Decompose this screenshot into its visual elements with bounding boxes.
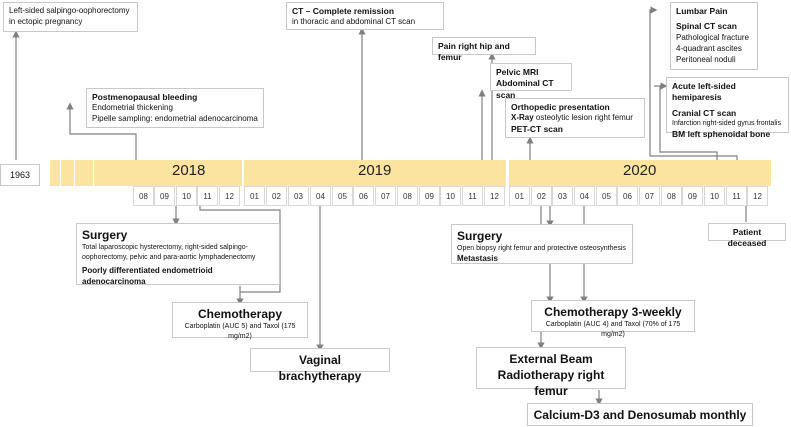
event-bleeding-title: Postmenopausal bleeding xyxy=(92,92,198,102)
year-1963-label: 1963 xyxy=(9,170,31,180)
connector-hemiparesis xyxy=(654,85,718,160)
event-bleeding-line2: Pipelle sampling: endometrial adenocarci… xyxy=(92,114,258,124)
event-bleeding: Postmenopausal bleeding Endometrial thic… xyxy=(86,88,264,128)
treatment-chemo2: Chemotherapy 3-weekly Carboplatin (AUC 4… xyxy=(531,300,695,338)
event-bleeding-line1: Endometrial thickening xyxy=(92,103,173,113)
month-2018-11: 11 xyxy=(197,186,218,206)
event-deceased-title: Patient deceased xyxy=(727,227,767,249)
year-label-2019: 2019 xyxy=(358,162,392,179)
month-2018-12: 12 xyxy=(219,186,240,206)
event-ectopic: Left-sided salpingo-oophorectomy in ecto… xyxy=(3,2,138,32)
month-2019-05: 05 xyxy=(332,186,353,206)
treatment-chemo1-line1: Carboplatin (AUC 5) and Taxol (175 mg/m2… xyxy=(184,323,296,340)
event-hemiparesis-subtitle: Cranial CT scan xyxy=(672,107,737,118)
month-2019-09: 09 xyxy=(419,186,440,206)
event-ectopic-line2: in ectopic pregnancy xyxy=(9,16,83,26)
connector-lumbar xyxy=(649,6,738,160)
event-hemiparesis-title: Acute left-sided hemiparesis xyxy=(672,81,736,103)
event-orthopedic: Orthopedic presentation X-Ray osteolytic… xyxy=(505,98,645,138)
treatment-ebrt-line1: External Beam xyxy=(509,352,593,366)
month-2020-04: 04 xyxy=(574,186,595,206)
event-orthopedic-xray-text: osteolytic lesion right femur xyxy=(535,113,633,123)
event-deceased: Patient deceased xyxy=(708,223,786,248)
month-2019-02: 02 xyxy=(266,186,287,206)
treatment-chemo1: Chemotherapy Carboplatin (AUC 5) and Tax… xyxy=(172,302,308,340)
treatment-surgery1: Surgery Total laparoscopic hysterectomy,… xyxy=(76,223,280,286)
month-2018-08: 08 xyxy=(133,186,154,206)
month-2018-09: 09 xyxy=(154,186,175,206)
month-2020-01: 01 xyxy=(509,186,530,206)
month-2019-08: 08 xyxy=(397,186,418,206)
treatment-surgery1-title: Surgery xyxy=(82,228,128,242)
month-2020-09: 09 xyxy=(682,186,703,206)
month-2020-10: 10 xyxy=(704,186,725,206)
event-orthopedic-title: Orthopedic presentation xyxy=(511,102,610,112)
month-2020-06: 06 xyxy=(617,186,638,206)
treatment-surgery1-line1: Total laparoscopic hysterectomy, right-s… xyxy=(82,244,249,252)
year-label-2020: 2020 xyxy=(623,162,657,179)
event-lumbar-line2: 4-quadrant ascites xyxy=(676,43,742,53)
treatment-ebrt: External Beam Radiotherapy right femur xyxy=(476,347,626,398)
treatment-chemo1-title: Chemotherapy xyxy=(197,307,283,321)
event-lumbar-subtitle: Spinal CT scan xyxy=(676,21,737,32)
event-ectopic-line1: Left-sided salpingo-oophorectomy xyxy=(9,6,130,15)
treatment-calcium: Calcium-D3 and Denosumab monthly xyxy=(527,403,753,426)
treatment-surgery2-title: Surgery xyxy=(457,229,503,243)
timeline-bar-2019 xyxy=(244,160,506,186)
month-2019-03: 03 xyxy=(288,186,309,206)
treatment-chemo2-title: Chemotherapy 3-weekly xyxy=(544,305,682,319)
event-lumbar-line3: Peritoneal noduli xyxy=(676,54,736,64)
event-pain-hip-title: Pain right hip and femur xyxy=(438,41,510,63)
month-2020-03: 03 xyxy=(552,186,573,206)
treatment-surgery2: Surgery Open biopsy right femur and prot… xyxy=(451,224,633,264)
treatment-brachy-title: Vaginal brachytherapy xyxy=(278,353,362,384)
treatment-calcium-title: Calcium-D3 and Denosumab monthly xyxy=(533,408,747,422)
treatment-surgery2-line2: Metastasis xyxy=(457,253,498,263)
connector-chemo1 xyxy=(199,206,281,293)
month-2020-12: 12 xyxy=(747,186,768,206)
month-2020-02: 02 xyxy=(531,186,552,206)
event-pelvic-mri-line2: Abdominal CT scan xyxy=(496,78,554,100)
event-ct-remission: CT – Complete remission in thoracic and … xyxy=(286,2,444,30)
event-hemiparesis-line1: Infarction right-sided gyrus frontalis xyxy=(672,120,781,128)
month-2020-05: 05 xyxy=(596,186,617,206)
event-orthopedic-pet: PET-CT scan xyxy=(511,124,563,135)
year-1963-box: 1963 xyxy=(0,164,40,186)
month-2019-10: 10 xyxy=(440,186,461,206)
timeline-bar-2018 xyxy=(50,160,242,186)
treatment-chemo2-line1: Carboplatin (AUC 4) and Taxol (70% of 17… xyxy=(545,321,681,338)
event-pain-hip: Pain right hip and femur xyxy=(432,37,536,62)
event-hemiparesis-line2: BM left sphenoidal bone xyxy=(672,128,771,139)
treatment-surgery2-line1: Open biopsy right femur and protective o… xyxy=(457,245,626,253)
treatment-surgery1-line2: oophorectomy, pelvic and para-aortic lym… xyxy=(82,253,256,261)
event-orthopedic-xray-label: X-Ray xyxy=(511,113,534,123)
event-lumbar-title: Lumbar Pain xyxy=(676,6,728,16)
month-2020-07: 07 xyxy=(639,186,660,206)
event-ct-remission-line1: in thoracic and abdominal CT scan xyxy=(292,17,416,27)
event-pelvic-mri: Pelvic MRI Abdominal CT scan xyxy=(490,63,572,100)
event-ct-remission-title: CT – Complete remission xyxy=(292,6,395,16)
event-pelvic-mri-line1: Pelvic MRI xyxy=(496,67,539,77)
month-2019-01: 01 xyxy=(244,186,265,206)
month-2019-06: 06 xyxy=(353,186,374,206)
month-2019-12: 12 xyxy=(484,186,505,206)
month-2019-04: 04 xyxy=(310,186,331,206)
year-label-2018: 2018 xyxy=(172,162,206,179)
treatment-surgery1-line3: Poorly differentiated endometrioid adeno… xyxy=(82,266,213,286)
month-2019-07: 07 xyxy=(375,186,396,206)
treatment-brachy: Vaginal brachytherapy xyxy=(250,348,390,383)
event-lumbar: Lumbar Pain Spinal CT scan Pathological … xyxy=(670,2,758,70)
treatment-ebrt-line2: Radiotherapy right femur xyxy=(497,368,605,399)
month-2020-08: 08 xyxy=(661,186,682,206)
month-2018-10: 10 xyxy=(176,186,197,206)
month-2019-11: 11 xyxy=(462,186,483,206)
timeline-bar-2020 xyxy=(509,160,771,186)
month-2020-11: 11 xyxy=(726,186,747,206)
event-lumbar-line1: Pathological fracture xyxy=(676,32,749,42)
connector-bleeding xyxy=(66,102,137,160)
event-hemiparesis: Acute left-sided hemiparesis Cranial CT … xyxy=(666,77,789,139)
